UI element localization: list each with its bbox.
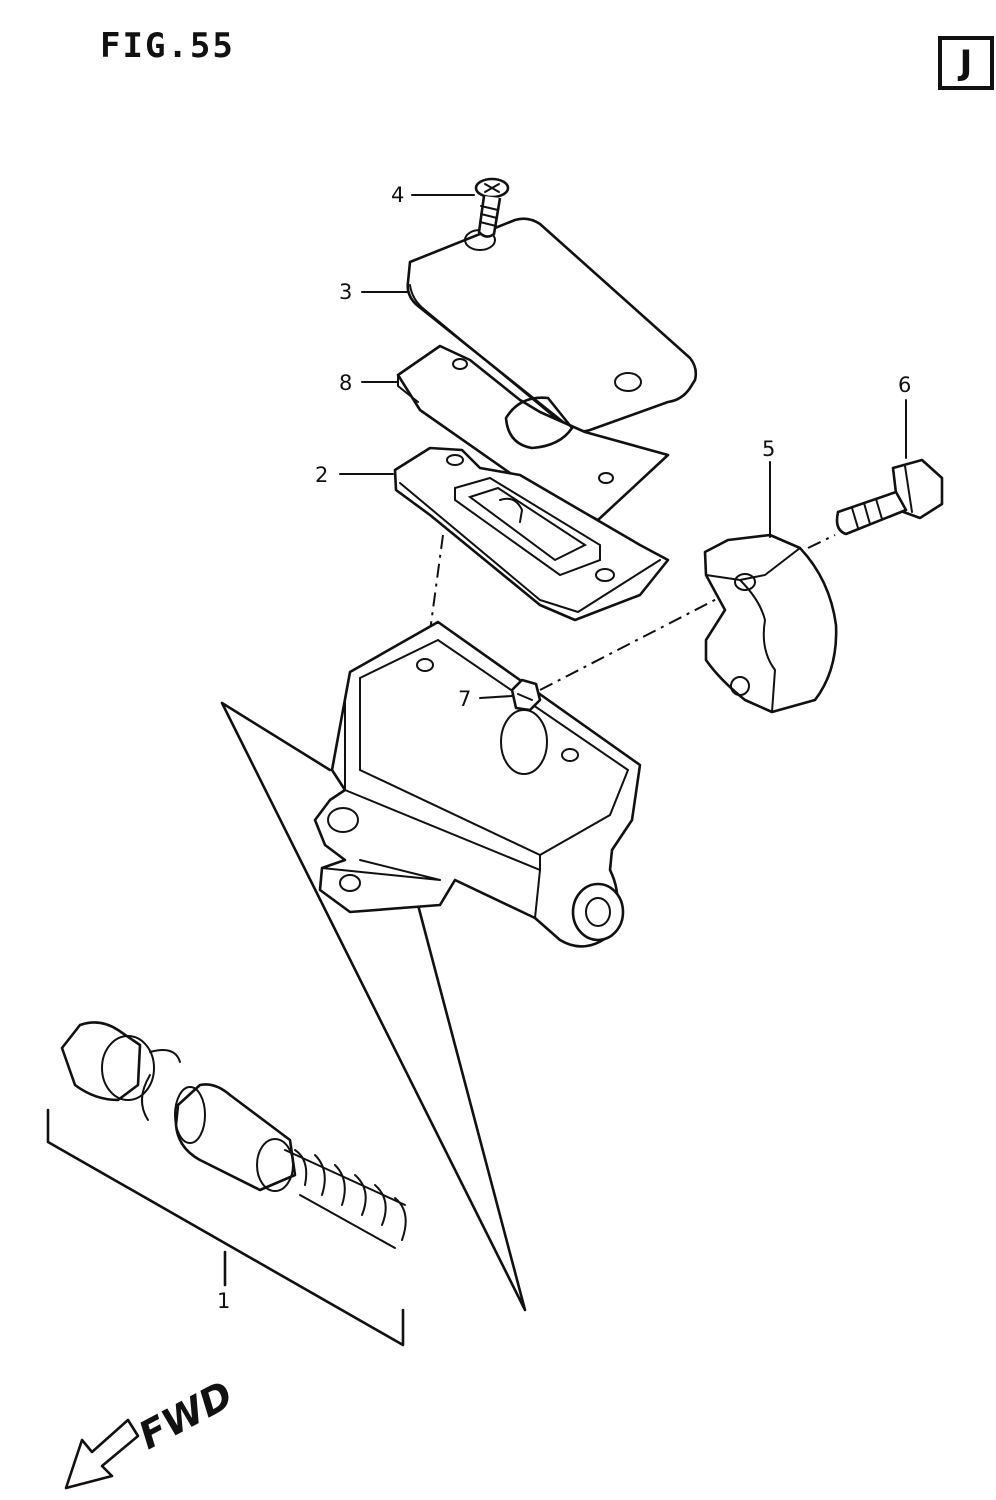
figure-title: FIG.55 — [100, 26, 235, 66]
leader-7 — [479, 695, 513, 699]
callout-8: 8 — [339, 371, 352, 395]
part-reservoir-cap — [406, 217, 698, 433]
centerline-screw-hole — [424, 534, 444, 669]
part-clamp — [703, 533, 838, 714]
part-cap-screw — [474, 177, 510, 238]
callout-6: 6 — [898, 373, 911, 397]
part-piston-kit — [60, 1021, 407, 1249]
part-clamp-bolt — [835, 458, 944, 536]
centerline-bolt — [807, 534, 836, 549]
section-badge: J — [938, 36, 994, 90]
part-diaphragm-plate — [396, 344, 670, 522]
part-kit-bracket — [46, 1108, 405, 1347]
callout-7: 7 — [458, 687, 471, 711]
callout-4: 4 — [391, 183, 404, 207]
callout-1: 1 — [217, 1289, 230, 1313]
part-master-cylinder-body — [313, 620, 642, 948]
part-cap-fitting — [510, 678, 542, 712]
callout-2: 2 — [315, 463, 328, 487]
forward-label: FWD — [132, 1372, 240, 1458]
centerline-clamp — [539, 587, 739, 691]
part-diaphragm — [393, 446, 670, 622]
callout-3: 3 — [339, 280, 352, 304]
forward-arrow-icon — [64, 1418, 140, 1490]
callout-5: 5 — [762, 437, 775, 461]
alignment-triangle — [220, 701, 527, 1312]
